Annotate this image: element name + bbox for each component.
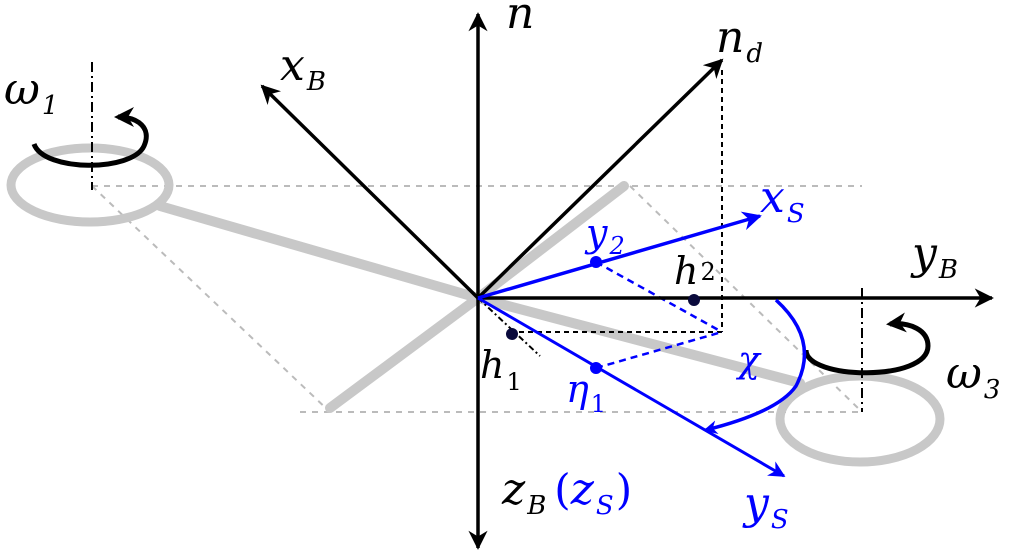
point-h1	[506, 328, 518, 340]
h1-label: h1	[480, 343, 522, 396]
quadrotor-body	[6, 143, 945, 467]
y-s-axis-arrow	[477, 296, 786, 478]
x-s-axis-arrow	[477, 211, 762, 300]
eta1-projection-dashed	[595, 330, 723, 370]
frame-arm-front	[325, 293, 483, 413]
x-b-axis-arrow	[260, 84, 480, 300]
z-b-label: zB(zS)	[501, 464, 632, 521]
chi-label: χ	[735, 340, 762, 381]
rotation-arrow-left-icon	[31, 107, 149, 168]
point-eta1	[590, 362, 602, 374]
point-y2	[590, 256, 602, 268]
h2-label: h2	[674, 249, 716, 293]
omega-3-label: ω3	[946, 348, 1000, 405]
rotation-arrow-right-icon	[803, 312, 931, 376]
x-s-label: xS	[760, 172, 805, 229]
y2-label: y2	[584, 211, 625, 260]
y-s-label: yS	[742, 478, 789, 535]
n-label: n	[506, 0, 534, 39]
rotor-disc-right	[775, 371, 945, 467]
rotor-disc-left	[6, 143, 174, 227]
n-d-axis-arrow	[476, 58, 724, 300]
x-b-label: xB	[280, 40, 326, 97]
frame-arm-left	[155, 201, 483, 303]
frame-arm-back	[473, 181, 629, 303]
y-b-label: yB	[910, 228, 958, 285]
h1-construction-line	[477, 297, 541, 357]
n-d-label: nd	[716, 12, 763, 69]
frame-arm-right	[473, 293, 805, 388]
eta1-label: η1	[566, 367, 606, 418]
point-h2	[688, 294, 700, 306]
chi-angle-arc	[703, 298, 807, 435]
omega-1-label: ω1	[4, 64, 58, 121]
